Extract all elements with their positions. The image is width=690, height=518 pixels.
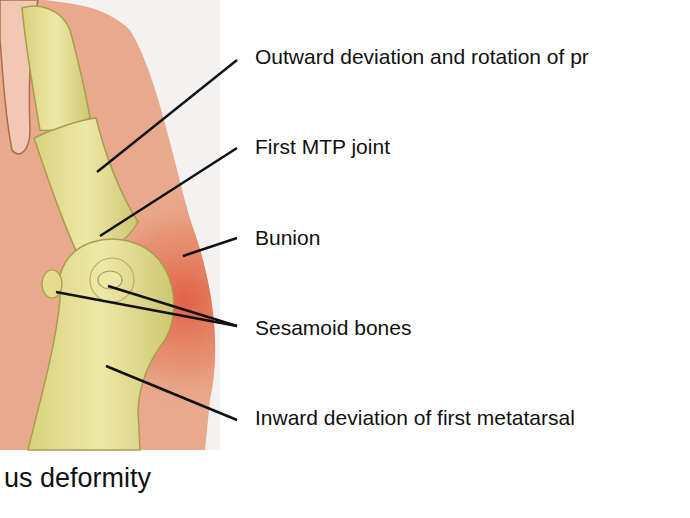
proximal-phalanx [34, 118, 138, 255]
leader-line [100, 148, 237, 236]
toe-skin [0, 0, 215, 450]
part-label: Outward deviation and rotation of pr [255, 45, 589, 69]
part-label: Bunion [255, 226, 320, 250]
part-label: Sesamoid bones [255, 316, 411, 340]
image-ground [0, 0, 220, 450]
leader-line [97, 60, 237, 172]
bunion-redness [0, 0, 215, 450]
figure-caption: us deformity [4, 462, 151, 494]
first-metatarsal [28, 239, 174, 450]
distal-phalanx [22, 6, 90, 130]
leader-line [183, 238, 237, 256]
leader-line [106, 366, 237, 420]
metatarsal-head [90, 258, 134, 302]
part-label: First MTP joint [255, 135, 390, 159]
leader-line [108, 286, 237, 326]
part-label: Inward deviation of first metatarsal [255, 406, 575, 430]
